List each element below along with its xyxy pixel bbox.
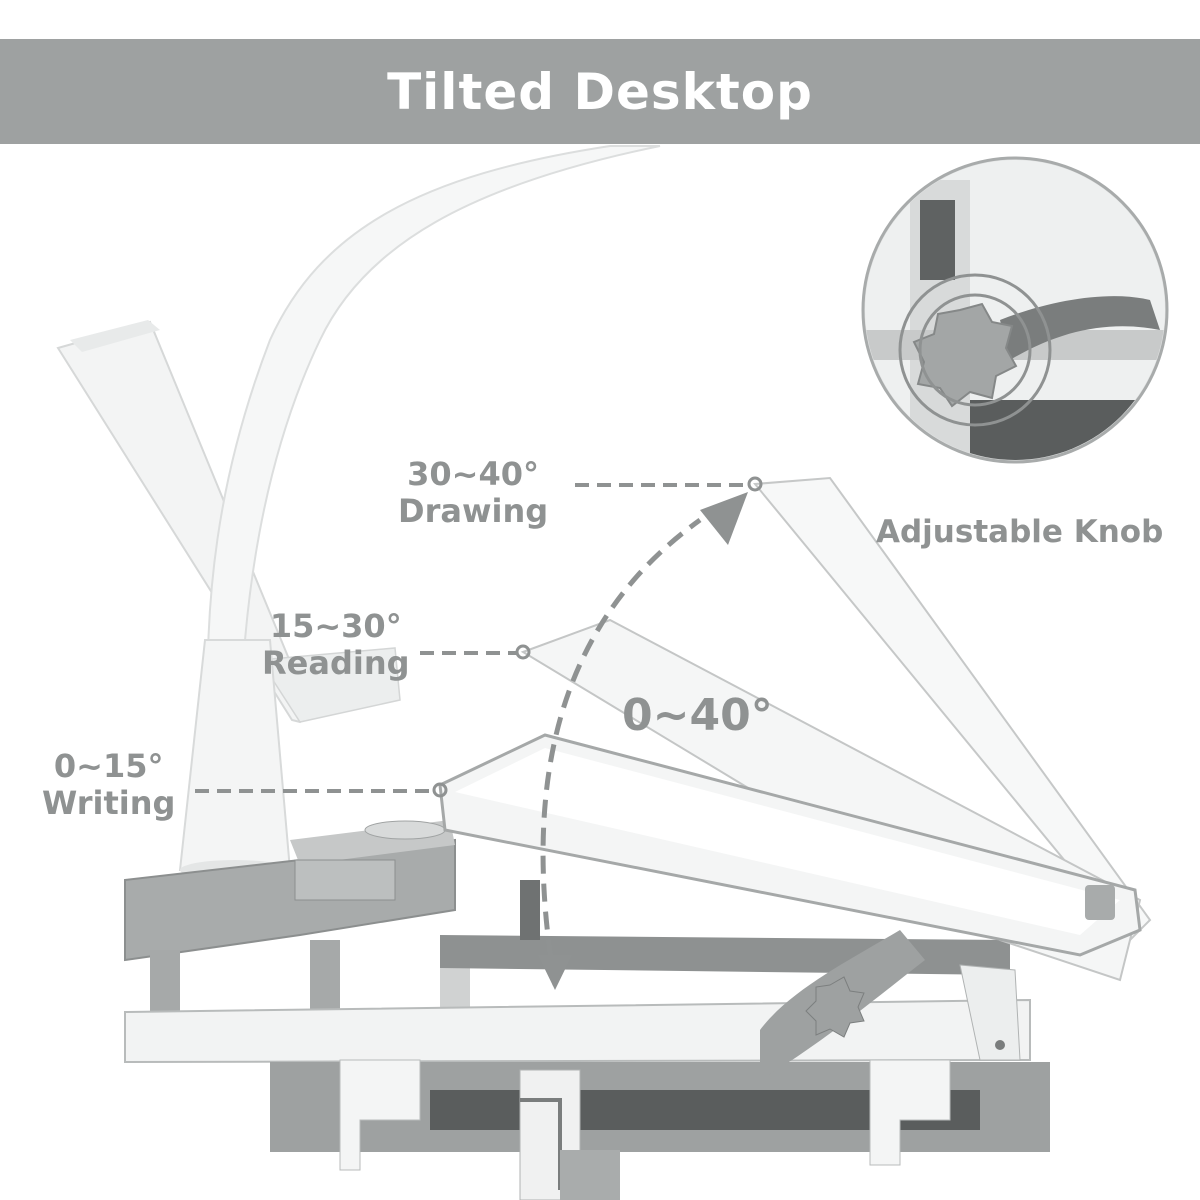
desktop-position-writing	[438, 733, 1142, 957]
tilt-range-label: 0~40°	[622, 690, 773, 741]
title-banner: Tilted Desktop	[0, 39, 1200, 144]
tilt-angle-writing: 0~15°	[53, 747, 164, 785]
desk-frame	[124, 880, 1050, 1200]
desktop-position-drawing	[753, 476, 1152, 942]
pen-tray	[124, 820, 456, 962]
arrowhead-down-icon	[538, 955, 572, 990]
tilt-label-reading: 15~30° Reading	[262, 608, 410, 682]
tilt-angle-reading: 15~30°	[269, 607, 402, 645]
page-title: Tilted Desktop	[387, 62, 813, 121]
knob-caption: Adjustable Knob	[876, 514, 1164, 550]
tilt-angle-drawing: 30~40°	[407, 455, 540, 493]
tilt-label-writing: 0~15° Writing	[42, 748, 175, 822]
leader-endpoints	[432, 476, 763, 798]
tilt-mode-drawing: Drawing	[398, 491, 549, 530]
leader-lines	[195, 483, 748, 793]
knob-detail-inset	[861, 156, 1169, 464]
tilt-mode-writing: Writing	[42, 783, 176, 822]
arrowhead-up-icon	[700, 492, 748, 545]
tilt-mode-reading: Reading	[262, 643, 410, 682]
tilt-label-drawing: 30~40° Drawing	[398, 456, 548, 530]
